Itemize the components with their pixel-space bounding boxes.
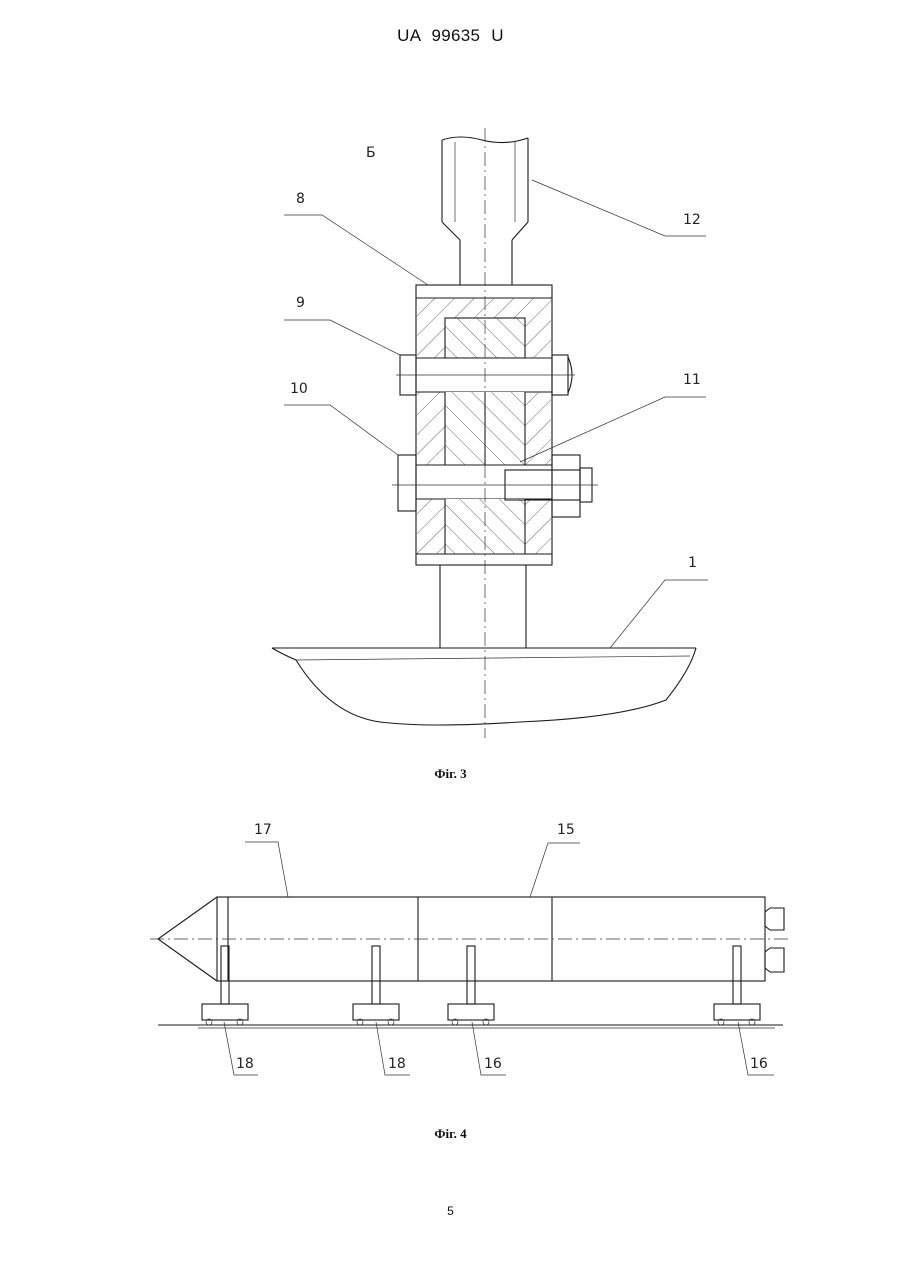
lower-shaft xyxy=(440,565,526,648)
support-16-mid xyxy=(448,946,494,1025)
label-17: 17 xyxy=(254,822,272,838)
page-number: 5 xyxy=(0,1204,901,1218)
label-11: 11 xyxy=(683,372,701,388)
label-12: 12 xyxy=(683,212,701,228)
view-letter: Б xyxy=(366,145,376,161)
support-18-left xyxy=(202,946,248,1025)
label-9: 9 xyxy=(296,295,305,311)
label-10: 10 xyxy=(290,381,308,397)
nozzles xyxy=(765,908,784,972)
housing-block xyxy=(416,285,552,565)
label-1: 1 xyxy=(688,555,697,571)
label-16-mid: 16 xyxy=(484,1056,502,1072)
label-18-left: 18 xyxy=(236,1056,254,1072)
label-15: 15 xyxy=(557,822,575,838)
figure-4-drawing: 17 15 18 18 16 16 xyxy=(150,822,790,1075)
support-16-right xyxy=(714,946,760,1025)
figure-3-caption: Фіг. 3 xyxy=(0,766,901,782)
base-plate-1 xyxy=(272,648,696,725)
label-16-right: 16 xyxy=(750,1056,768,1072)
figure-3-drawing: Б xyxy=(272,128,708,738)
support-18-mid xyxy=(353,946,399,1025)
label-8: 8 xyxy=(296,191,305,207)
fig4-leader-lines xyxy=(224,842,774,1075)
figure-4-caption: Фіг. 4 xyxy=(0,1126,901,1142)
label-18-mid: 18 xyxy=(388,1056,406,1072)
